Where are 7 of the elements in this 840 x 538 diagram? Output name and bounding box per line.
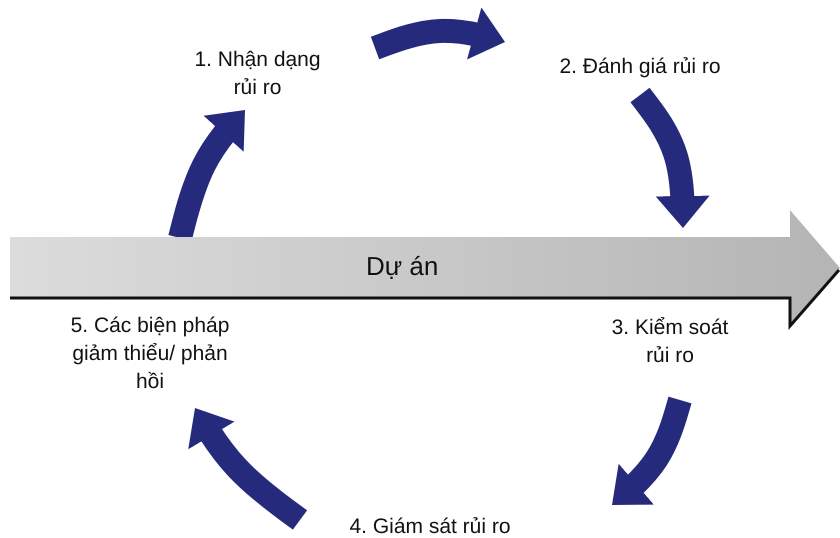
step-label: 2. Đánh giá rủi ro [559,54,721,80]
band-label: Dự án [366,252,438,280]
step-label: 1. Nhận dạng rủi ro [193,47,322,101]
step-label: 3. Kiểm soát rủi ro [610,315,730,369]
step-label: 4. Giám sát rủi ro [349,514,511,538]
curved-arrow [630,88,710,228]
step-label: 5. Các biện pháp giảm thiểu/ phản hồi [70,313,230,395]
